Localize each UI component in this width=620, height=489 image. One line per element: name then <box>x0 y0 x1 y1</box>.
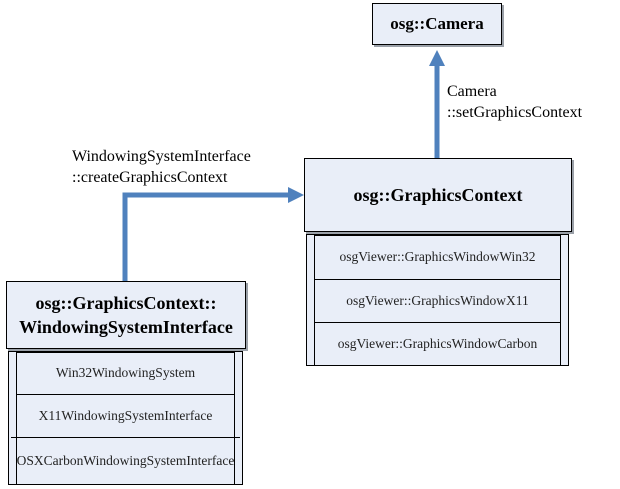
edge-label-set-graphics-context: Camera ::setGraphicsContext <box>447 83 583 121</box>
column-divider <box>234 352 235 484</box>
arrow-head-right <box>288 187 304 203</box>
list-item: OSXCarbonWindowingSystemInterface <box>11 437 240 484</box>
wsi-implementations: Win32WindowingSystem X11WindowingSystemI… <box>8 351 243 485</box>
list-item: Win32WindowingSystem <box>17 352 234 394</box>
camera-node: osg::Camera <box>372 3 502 45</box>
wsi-title-line1: osg::GraphicsContext:: <box>35 293 217 313</box>
arrow-head-up <box>429 50 445 66</box>
graphics-context-node: osg::GraphicsContext <box>304 158 572 232</box>
list-item: osgViewer::GraphicsWindowX11 <box>315 279 560 322</box>
column-divider <box>314 235 315 365</box>
camera-title: osg::Camera <box>390 14 484 33</box>
windowing-system-interface-node: osg::GraphicsContext:: WindowingSystemIn… <box>6 281 246 349</box>
graphics-context-title: osg::GraphicsContext <box>353 184 523 205</box>
list-item: X11WindowingSystemInterface <box>17 394 234 437</box>
list-item: osgViewer::GraphicsWindowWin32 <box>315 235 560 279</box>
edge-label-create-graphics-context: WindowingSystemInterface ::createGraphic… <box>72 148 251 186</box>
column-divider <box>16 352 17 484</box>
list-item: osgViewer::GraphicsWindowCarbon <box>315 322 560 365</box>
arrow-create-graphics-context <box>122 192 290 281</box>
graphics-context-implementations: osgViewer::GraphicsWindowWin32 osgViewer… <box>306 234 569 366</box>
wsi-title-line2: WindowingSystemInterface <box>19 317 233 337</box>
column-divider <box>560 235 561 365</box>
